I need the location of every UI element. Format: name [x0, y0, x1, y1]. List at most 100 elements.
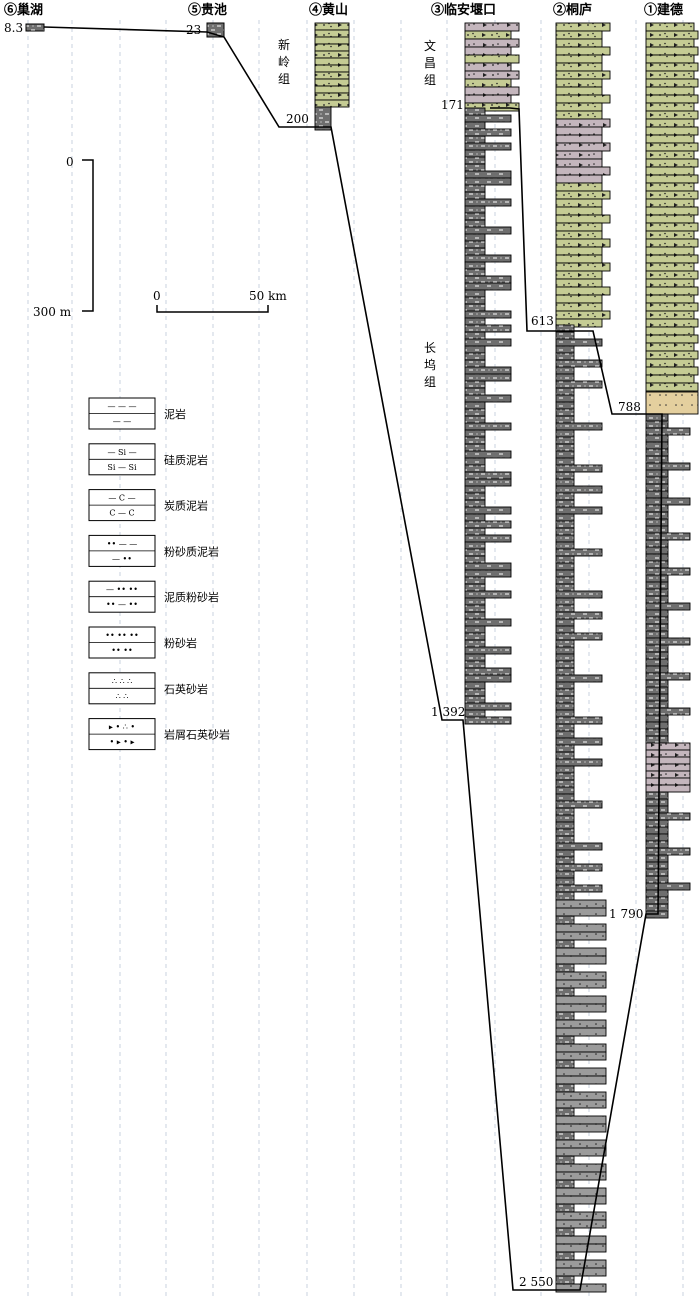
lithology-bed: [464, 520, 512, 529]
lithology-bed: [555, 262, 611, 272]
lithology-bed: [464, 478, 512, 487]
lithology-bed: [464, 618, 512, 627]
lithology-bed: [555, 1011, 575, 1021]
legend-label: 粉砂岩: [164, 636, 197, 650]
lithology-bed: [555, 142, 611, 152]
lithology-bed: [555, 1179, 575, 1189]
lithology-bed: [555, 884, 603, 893]
lithology-bed: [555, 345, 575, 354]
lithology-bed: [555, 955, 607, 965]
lithology-bed: [464, 569, 512, 578]
lithology-bed: [645, 735, 669, 744]
lithology-bed: [555, 1003, 607, 1013]
lithology-bed: [645, 334, 699, 344]
lithology-bed: [645, 749, 691, 758]
lithology-bed: [555, 352, 575, 361]
depth-label-linan-top: 171: [441, 98, 464, 112]
lithology-bed: [645, 616, 669, 625]
legend-symbol-row: •• — ••: [106, 600, 138, 609]
lithology-bed: [555, 653, 575, 662]
lithology-bed: [464, 653, 486, 662]
lithology-bed: [555, 1091, 607, 1101]
lithology-bed: [555, 443, 575, 452]
lithology-bed: [464, 639, 486, 648]
lithology-bed: [645, 630, 669, 639]
lithology-bed: [555, 1219, 607, 1229]
lithology-bed: [555, 1123, 607, 1133]
lithology-bed: [314, 85, 350, 94]
lithology-bed: [645, 763, 691, 772]
lithology-bed: [555, 1059, 575, 1069]
lithology-bed: [314, 99, 350, 108]
depth-label-jiande-top: 788: [618, 400, 641, 414]
lithology-bed: [555, 793, 575, 802]
lithology-bed: [314, 50, 350, 59]
legend-symbol-row: — ••: [112, 554, 132, 563]
lithology-bed: [645, 30, 699, 40]
lithology-bed: [464, 583, 486, 592]
lithology-bed: [464, 296, 486, 305]
lithology-bed: [464, 205, 486, 214]
lithology-bed: [555, 1251, 575, 1261]
lithology-bed: [555, 625, 575, 634]
lithology-bed: [645, 532, 691, 541]
lithology-bed: [555, 915, 575, 925]
lithology-bed: [464, 226, 512, 235]
lithology-bed: [555, 331, 575, 340]
lithology-bed: [555, 1227, 575, 1237]
lithology-bed: [555, 814, 575, 823]
lithology-bed: [555, 1259, 607, 1269]
lithology-bed: [314, 106, 332, 131]
lithology-bed: [645, 206, 699, 216]
section-title-tonglu: ②桐庐: [553, 2, 592, 18]
lithology-bed: [555, 807, 575, 816]
lithology-bed: [645, 644, 669, 653]
lithology-bed: [464, 709, 486, 718]
depth-label-linan-bottom: 1 392: [431, 705, 465, 719]
legend-symbol-row: — —: [113, 417, 132, 426]
lithology-bed: [645, 665, 669, 674]
lithology-bed: [555, 38, 603, 48]
lithology-bed: [645, 742, 691, 751]
lithology-bed: [464, 625, 486, 634]
lithology-bed: [464, 471, 512, 480]
lithology-bed: [645, 483, 669, 492]
lithology-bed: [645, 294, 695, 304]
lithology-bed: [555, 246, 603, 256]
legend-item-mudstone: — — —— —泥岩: [88, 397, 186, 430]
vertical-scale-bar: 0 300 m: [33, 155, 94, 319]
legend-item-siltstone: •• •• •••• ••粉砂岩: [88, 626, 197, 659]
lithology-bed: [555, 230, 603, 240]
depth-label-chaohu: 8.3: [4, 21, 23, 35]
legend-item-silty-mudstone: •• — —— ••粉砂质泥岩: [88, 534, 219, 567]
depth-label-huangshan: 200: [286, 112, 309, 126]
lithology-bed: [645, 728, 669, 737]
lithology-bed: [645, 441, 669, 450]
formation-xinling-char-2: 岭: [278, 55, 290, 69]
lithology-bed: [555, 765, 575, 774]
lithology-bed: [645, 651, 669, 660]
lithology-bed: [645, 560, 669, 569]
lithology-bed: [645, 770, 691, 779]
lithology-bed: [555, 569, 575, 578]
lithology-bed: [555, 842, 603, 851]
lithology-bed: [464, 78, 512, 88]
lithology-bed: [645, 476, 669, 485]
lithology-bed: [464, 30, 512, 40]
lithology-bed: [464, 688, 486, 697]
lithology-bed: [464, 94, 512, 104]
lithology-bed: [555, 1195, 607, 1205]
lithology-bed: [555, 947, 607, 957]
lithology-bed: [555, 1019, 607, 1029]
lithology-bed: [645, 714, 669, 723]
formation-changwu-char-1: 长: [424, 341, 436, 355]
lithology-bed: [555, 891, 575, 901]
legend-label: 炭质泥岩: [164, 499, 208, 513]
lithology-bed: [555, 86, 603, 96]
lithology-bed: [645, 861, 669, 870]
lithology-bed: [464, 366, 512, 375]
lithology-bed: [464, 681, 486, 690]
lithology-bed: [464, 121, 486, 130]
lithology-bed: [555, 1099, 607, 1109]
column-tonglu: [555, 22, 611, 1293]
